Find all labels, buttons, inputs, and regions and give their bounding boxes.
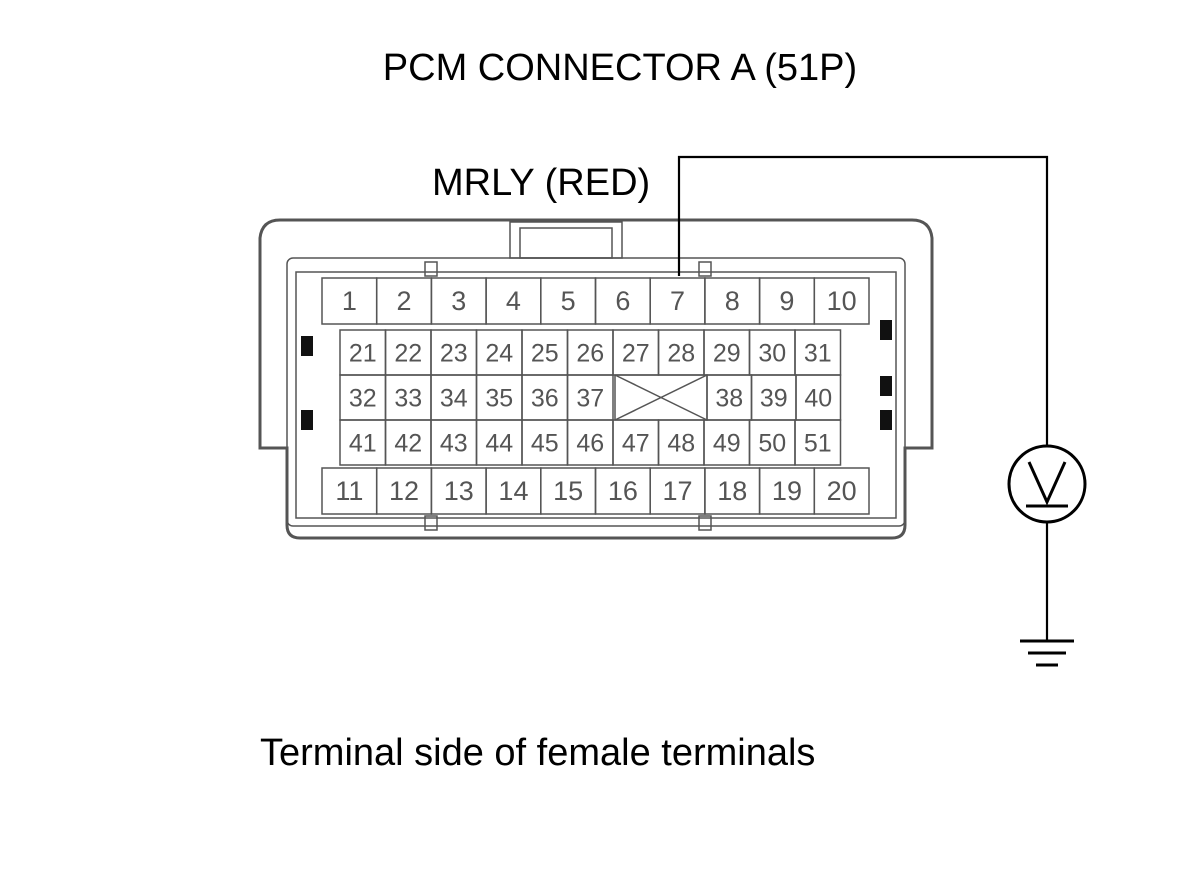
terminal-10: 10: [813, 277, 870, 325]
terminal-number: 6: [615, 286, 630, 316]
terminal-22: 22: [384, 329, 432, 376]
terminal-cell: [813, 467, 870, 515]
terminal-number: 14: [498, 476, 528, 506]
probe-wire: [677, 155, 1049, 446]
terminal-50: 50: [748, 419, 796, 466]
terminal-number: 51: [804, 430, 832, 458]
terminal-number: 24: [485, 340, 513, 368]
side-key-right-1: [880, 320, 892, 340]
terminal-number: 28: [667, 340, 695, 368]
terminal-number: 40: [804, 385, 832, 413]
diagram-caption: Terminal side of female terminals: [260, 732, 815, 774]
terminal-number: 19: [772, 476, 802, 506]
terminal-23: 23: [430, 329, 478, 376]
probe-label: MRLY (RED): [432, 162, 650, 204]
terminal-number: 11: [335, 476, 363, 506]
terminal-26: 26: [566, 329, 614, 376]
blank-terminal-cross: [614, 374, 708, 421]
terminal-number: 36: [531, 385, 559, 413]
terminal-number: 21: [349, 340, 377, 368]
terminal-number: 1: [342, 286, 357, 316]
terminal-number: 3: [451, 286, 466, 316]
terminal-number: 48: [667, 430, 695, 458]
terminal-number: 2: [397, 286, 412, 316]
terminal-row-4: 41 42 43 44 45 46 47 48 49 50 51: [339, 419, 842, 466]
terminal-number: 42: [394, 430, 422, 458]
terminal-11: 11: [321, 467, 378, 515]
terminal-number: 47: [622, 430, 650, 458]
terminal-number: 34: [440, 385, 468, 413]
terminal-number: 26: [576, 340, 604, 368]
ground-icon: [1020, 639, 1074, 667]
terminal-35: 35: [475, 374, 523, 421]
terminal-19: 19: [758, 467, 816, 515]
terminal-number: 12: [389, 476, 419, 506]
terminal-number: 18: [717, 476, 747, 506]
side-key-right-2: [880, 376, 892, 396]
terminal-number: 33: [394, 385, 422, 413]
side-key-left-bottom: [301, 410, 313, 430]
terminal-number: 13: [444, 476, 474, 506]
terminal-number: 16: [608, 476, 638, 506]
terminal-13: 13: [430, 467, 487, 515]
terminal-number: 10: [827, 286, 857, 316]
terminal-number: 38: [715, 385, 743, 413]
terminal-number: 49: [713, 430, 741, 458]
terminal-25: 25: [521, 329, 569, 376]
terminal-number: 5: [561, 286, 576, 316]
terminal-number: 30: [758, 340, 786, 368]
terminal-number: 32: [349, 385, 377, 413]
terminal-24: 24: [475, 329, 523, 376]
terminal-number: 22: [394, 340, 422, 368]
terminal-number: 29: [713, 340, 741, 368]
terminal-number: 9: [779, 286, 794, 316]
terminal-number: 31: [804, 340, 832, 368]
terminal-cell: [794, 419, 842, 466]
terminal-number: 15: [553, 476, 583, 506]
terminal-20: 20: [813, 467, 870, 515]
terminal-30: 30: [748, 329, 796, 376]
terminal-49: 49: [703, 419, 751, 466]
terminal-17: 17: [649, 467, 706, 515]
terminal-27: 27: [612, 329, 660, 376]
terminal-number: 4: [506, 286, 521, 316]
terminal-42: 42: [384, 419, 432, 466]
terminal-14: 14: [485, 467, 542, 515]
terminal-number: 7: [670, 286, 685, 316]
terminal-41: 41: [339, 419, 387, 466]
terminal-number: 35: [485, 385, 513, 413]
terminal-32: 32: [339, 374, 387, 421]
terminal-number: 37: [576, 385, 604, 413]
terminal-number: 23: [440, 340, 468, 368]
terminal-51: 51: [794, 419, 842, 466]
diagram-title: PCM CONNECTOR A (51P): [383, 47, 857, 89]
terminal-row-bottom: 11 12 13 14 15 16 17 18 19 20: [321, 467, 870, 515]
terminal-number: 27: [622, 340, 650, 368]
terminal-46: 46: [566, 419, 614, 466]
terminal-34: 34: [430, 374, 478, 421]
terminal-number: 39: [760, 385, 788, 413]
side-key-left-top: [301, 336, 313, 356]
terminal-cell: [813, 277, 870, 325]
terminal-number: 45: [531, 430, 559, 458]
terminal-number: 46: [576, 430, 604, 458]
terminal-row-2: 21 22 23 24 25 26 27 28 29 30 31: [339, 329, 842, 376]
terminal-number: 50: [758, 430, 786, 458]
voltmeter-icon: [1007, 444, 1087, 524]
terminal-number: 25: [531, 340, 559, 368]
terminal-number: 20: [827, 476, 857, 506]
terminal-number: 41: [349, 430, 377, 458]
terminal-number: 17: [663, 476, 693, 506]
terminal-number: 43: [440, 430, 468, 458]
terminal-number: 44: [485, 430, 513, 458]
terminal-number: 8: [725, 286, 740, 316]
connector-housing: [258, 218, 934, 540]
side-key-right-3: [880, 410, 892, 430]
terminal-row-top: 1 2 3 4 5 6 7 8 9 10: [321, 277, 870, 325]
terminal-47: 47: [612, 419, 660, 466]
